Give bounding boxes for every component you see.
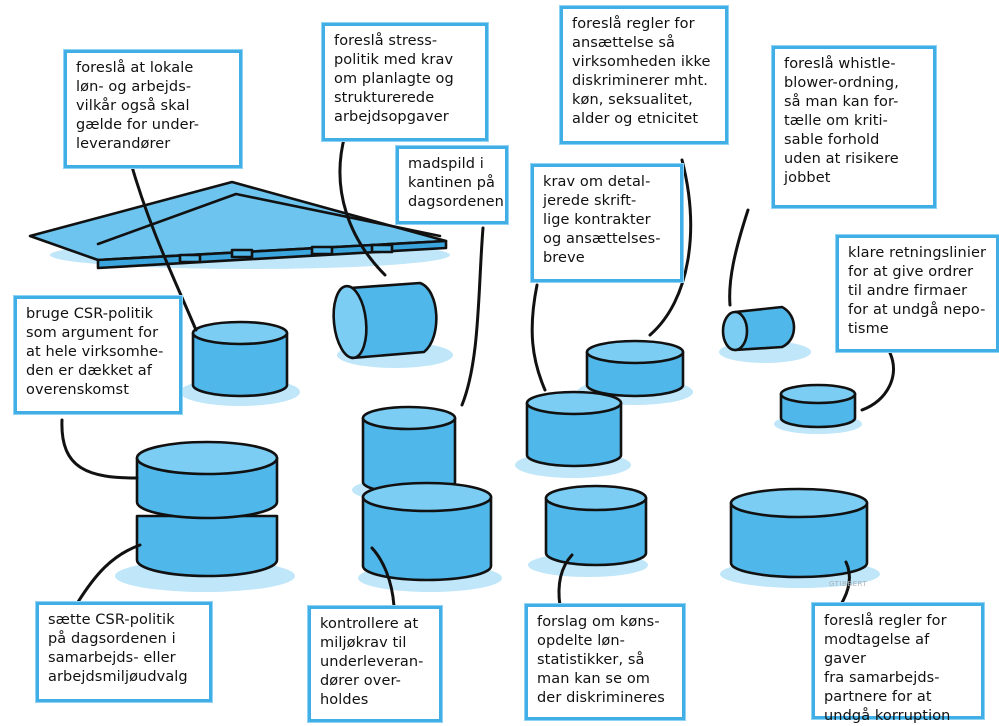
- cylinder-g: [358, 481, 502, 592]
- connector-lines: [60, 133, 895, 608]
- cylinder-tilted: [332, 281, 453, 368]
- note-gifts-corruption: foreslå regler for modtagelse af gaver f…: [812, 603, 984, 724]
- note-gender-wage-stats: forslag om køns- opdelte løn- statistikk…: [525, 604, 685, 720]
- cylinder-e: [352, 405, 464, 502]
- note-local-wages: foreslå at lokale løn- og arbejds- vilkå…: [64, 50, 242, 168]
- cylinder-a: [180, 320, 300, 406]
- cylinder-stack: [115, 440, 295, 592]
- cylinder-d: [774, 383, 862, 434]
- note-csr-collective: bruge CSR-politik som argument for at he…: [14, 296, 182, 414]
- note-food-waste: madspild i kantinen på dagsordenen: [396, 146, 508, 224]
- note-environment-requirements: kontrollere at miljøkrav til underlevera…: [308, 606, 442, 722]
- note-whistleblower: foreslå whistle- blower-ordning, så man …: [772, 46, 936, 208]
- floating-roof: [28, 180, 450, 270]
- cylinder-small-right: [719, 305, 811, 363]
- note-csr-agenda: sætte CSR-politik på dagsordenen i samar…: [36, 602, 212, 702]
- cylinder-h: [528, 484, 648, 577]
- cylinder-f: [515, 390, 631, 478]
- note-hiring-rules: foreslå regler for ansættelse så virksom…: [560, 6, 728, 144]
- artist-signature: GTIBBERT: [829, 580, 868, 588]
- note-stress-policy: foreslå stress- politik med krav om plan…: [322, 23, 488, 141]
- note-nepotism: klare retningslinier for at give ordrer …: [836, 235, 999, 352]
- cylinder-i: [720, 487, 880, 588]
- note-written-contracts: krav om detal- jerede skrift- lige kontr…: [531, 164, 683, 282]
